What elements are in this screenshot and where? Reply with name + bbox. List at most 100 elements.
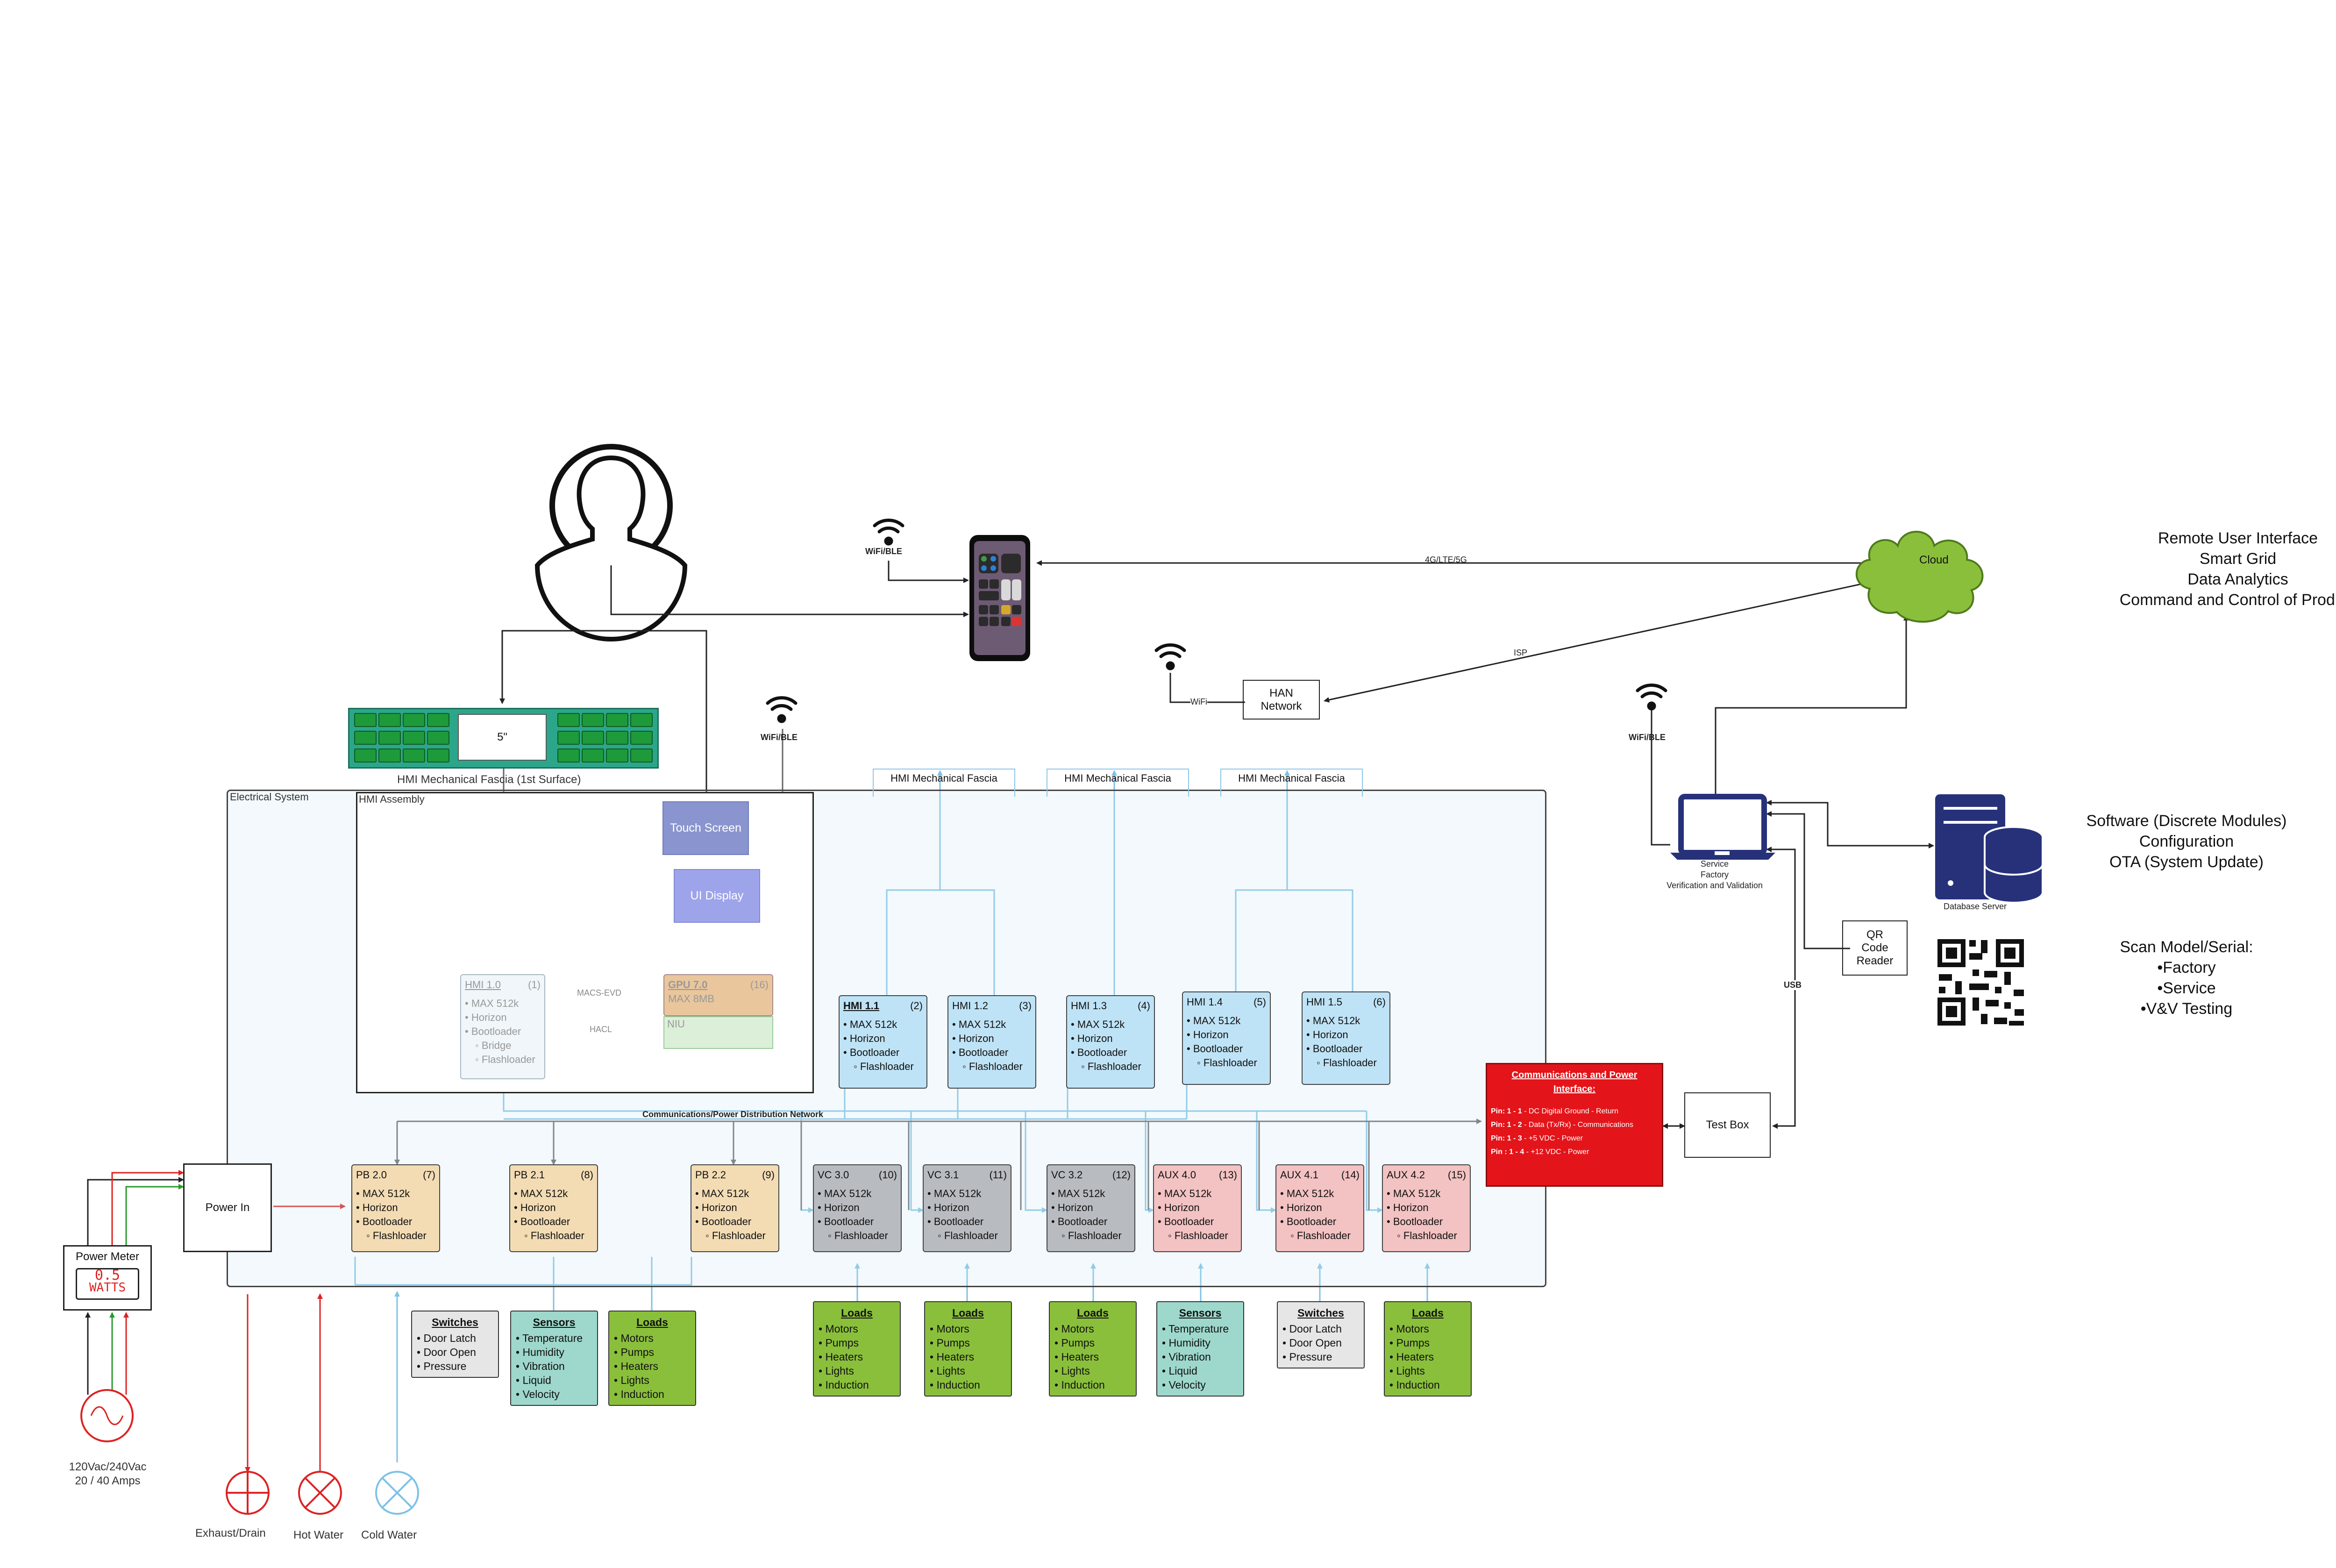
hmi-1-3-module[interactable]: HMI 1.3(4)• MAX 512k• Horizon• Bootloade… bbox=[1066, 995, 1155, 1089]
niu-block[interactable]: NIU bbox=[663, 1016, 773, 1049]
han-network-box[interactable]: HAN Network bbox=[1243, 680, 1320, 720]
aux-4-0-module[interactable]: AUX 4.0(13)• MAX 512k• Horizon• Bootload… bbox=[1153, 1164, 1242, 1252]
fascia-key[interactable] bbox=[354, 713, 377, 727]
remote-line: Data Analytics bbox=[2187, 570, 2288, 588]
fascia-key[interactable] bbox=[557, 748, 580, 763]
module-title: HMI 1.3 bbox=[1071, 1000, 1107, 1012]
scan-line: •V&V Testing bbox=[2140, 1000, 2233, 1018]
cloud-label: Cloud bbox=[1919, 554, 1949, 566]
fascia-key[interactable] bbox=[630, 748, 653, 763]
io-title: Sensors bbox=[533, 1316, 576, 1328]
fascia-key[interactable] bbox=[606, 713, 628, 727]
module-spec: • Horizon bbox=[952, 1033, 994, 1044]
module-spec: ◦ Flashloader bbox=[1290, 1230, 1351, 1241]
aux-4-1-module[interactable]: AUX 4.1(14)• MAX 512k• Horizon• Bootload… bbox=[1275, 1164, 1364, 1252]
module-title: HMI 1.0 bbox=[465, 979, 501, 991]
io-item: • Pressure bbox=[1282, 1351, 1332, 1363]
remote-line: Smart Grid bbox=[2199, 550, 2277, 568]
vc-3-2-module[interactable]: VC 3.2(12)• MAX 512k• Horizon• Bootloade… bbox=[1047, 1164, 1135, 1252]
power-meter-box[interactable]: Power Meter 0.5 WATTS bbox=[63, 1245, 152, 1311]
touch-screen-block[interactable]: Touch Screen bbox=[662, 801, 749, 855]
fascia-key[interactable] bbox=[630, 713, 653, 727]
sensors-box[interactable]: Sensors• Temperature• Humidity• Vibratio… bbox=[510, 1311, 598, 1406]
fascia-key[interactable] bbox=[606, 731, 628, 745]
loads-box[interactable]: Loads• Motors• Pumps• Heaters• Lights• I… bbox=[813, 1301, 901, 1397]
module-spec: • MAX 512k bbox=[818, 1188, 872, 1199]
module-spec-list: • MAX 512k• Horizon• Bootloader◦ Flashlo… bbox=[1387, 1187, 1466, 1243]
fascia-key[interactable] bbox=[582, 731, 604, 745]
module-spec: • Horizon bbox=[1387, 1202, 1429, 1213]
pb-2-0-module[interactable]: PB 2.0(7)• MAX 512k• Horizon• Bootloader… bbox=[351, 1164, 440, 1252]
fascia-key[interactable] bbox=[582, 713, 604, 727]
module-spec: • Horizon bbox=[843, 1033, 885, 1044]
module-header: HMI 1.2(3) bbox=[952, 999, 1032, 1013]
gpu-7-0-module[interactable]: GPU 7.0(16) MAX 8MB bbox=[663, 974, 773, 1016]
fascia-key[interactable] bbox=[557, 713, 580, 727]
pin-id: Pin: 1 - 1 bbox=[1491, 1107, 1522, 1115]
isp-label: ISP bbox=[1514, 648, 1528, 657]
switches-box[interactable]: Switches• Door Latch• Door Open• Pressur… bbox=[411, 1311, 499, 1378]
fascia-key[interactable] bbox=[403, 731, 425, 745]
module-spec: • MAX 512k bbox=[927, 1188, 982, 1199]
module-number: (13) bbox=[1218, 1169, 1237, 1181]
power-in-box[interactable]: Power In bbox=[183, 1163, 272, 1252]
loads-box[interactable]: Loads• Motors• Pumps• Heaters• Lights• I… bbox=[1049, 1301, 1137, 1397]
fascia-key[interactable] bbox=[378, 748, 401, 763]
aux-4-2-module[interactable]: AUX 4.2(15)• MAX 512k• Horizon• Bootload… bbox=[1382, 1164, 1471, 1252]
hmi-1-4-module[interactable]: HMI 1.4(5)• MAX 512k• Horizon• Bootloade… bbox=[1182, 991, 1271, 1085]
wifi-label: WiFi bbox=[1190, 697, 1207, 707]
hmi-1-1-module[interactable]: HMI 1.1(2)• MAX 512k• Horizon• Bootloade… bbox=[839, 995, 927, 1089]
module-spec-list: • MAX 512k• Horizon• Bootloader◦ Flashlo… bbox=[1071, 1018, 1150, 1074]
module-spec: • Bootloader bbox=[1071, 1047, 1127, 1058]
fascia-key[interactable] bbox=[427, 748, 449, 763]
io-item: • Lights bbox=[614, 1374, 649, 1386]
io-item: • Motors bbox=[819, 1323, 858, 1335]
module-header: VC 3.2(12) bbox=[1051, 1168, 1131, 1182]
module-spec: • MAX 512k bbox=[1051, 1188, 1105, 1199]
fascia-key[interactable] bbox=[582, 748, 604, 763]
sensors-box[interactable]: Sensors• Temperature• Humidity• Vibratio… bbox=[1156, 1301, 1244, 1397]
vc-3-0-module[interactable]: VC 3.0(10)• MAX 512k• Horizon• Bootloade… bbox=[813, 1164, 902, 1252]
module-number: (3) bbox=[1019, 1000, 1032, 1012]
vc-3-1-module[interactable]: VC 3.1(11)• MAX 512k• Horizon• Bootloade… bbox=[923, 1164, 1011, 1252]
hmi-1-5-module[interactable]: HMI 1.5(6)• MAX 512k• Horizon• Bootloade… bbox=[1302, 991, 1390, 1085]
io-item-list: • Motors• Pumps• Heaters• Lights• Induct… bbox=[614, 1331, 691, 1401]
hmi-1-0-module[interactable]: HMI 1.0(1) • MAX 512k • Horizon • Bootlo… bbox=[460, 974, 545, 1079]
test-box[interactable]: Test Box bbox=[1684, 1092, 1771, 1158]
fascia-key[interactable] bbox=[354, 731, 377, 745]
pin-desc: - Data (Tx/Rx) - Communications bbox=[1522, 1121, 1633, 1129]
module-spec: ◦ Flashloader bbox=[475, 1054, 535, 1065]
fascia-key[interactable] bbox=[403, 713, 425, 727]
qr-code-reader-box[interactable]: QR Code Reader bbox=[1842, 920, 1908, 976]
io-item: • Temperature bbox=[516, 1332, 583, 1344]
loads-box[interactable]: Loads• Motors• Pumps• Heaters• Lights• I… bbox=[924, 1301, 1012, 1397]
fascia-key[interactable] bbox=[378, 731, 401, 745]
module-spec: • MAX 512k bbox=[1071, 1019, 1125, 1030]
fascia-key[interactable] bbox=[557, 731, 580, 745]
fascia-key[interactable] bbox=[606, 748, 628, 763]
switches-box[interactable]: Switches• Door Latch• Door Open• Pressur… bbox=[1277, 1301, 1365, 1368]
io-item: • Pumps bbox=[819, 1337, 859, 1349]
fascia-key[interactable] bbox=[630, 731, 653, 745]
loads-box[interactable]: Loads • Motors• Pumps• Heaters• Lights• I… bbox=[1384, 1301, 1472, 1397]
module-header: AUX 4.0(13) bbox=[1158, 1168, 1237, 1182]
module-number: (10) bbox=[878, 1169, 897, 1181]
hacl-label: HACL bbox=[590, 1025, 612, 1034]
io-item: • Liquid bbox=[1162, 1365, 1197, 1377]
module-spec: • Bootloader bbox=[818, 1216, 874, 1227]
fascia-key[interactable] bbox=[354, 748, 377, 763]
loads-box[interactable]: Loads• Motors• Pumps• Heaters• Lights• I… bbox=[608, 1311, 696, 1406]
fascia-key[interactable] bbox=[427, 713, 449, 727]
ui-display-block[interactable]: UI Display bbox=[674, 869, 760, 923]
hmi-1-2-module[interactable]: HMI 1.2(3)• MAX 512k• Horizon• Bootloade… bbox=[947, 995, 1036, 1089]
pb-2-1-module[interactable]: PB 2.1(8)• MAX 512k• Horizon• Bootloader… bbox=[509, 1164, 598, 1252]
io-item-list: • Motors• Pumps• Heaters• Lights• Induct… bbox=[1389, 1322, 1466, 1392]
comms-power-interface[interactable]: Communications and Power Interface: Pin:… bbox=[1486, 1063, 1663, 1187]
pb-2-2-module[interactable]: PB 2.2(9)• MAX 512k• Horizon• Bootloader… bbox=[691, 1164, 779, 1252]
fascia-key[interactable] bbox=[378, 713, 401, 727]
hmi-fascia-panel[interactable]: 5" bbox=[348, 708, 659, 769]
io-title: Loads bbox=[1412, 1307, 1444, 1319]
fascia-key[interactable] bbox=[427, 731, 449, 745]
fascia-screen[interactable]: 5" bbox=[458, 714, 547, 761]
fascia-key[interactable] bbox=[403, 748, 425, 763]
